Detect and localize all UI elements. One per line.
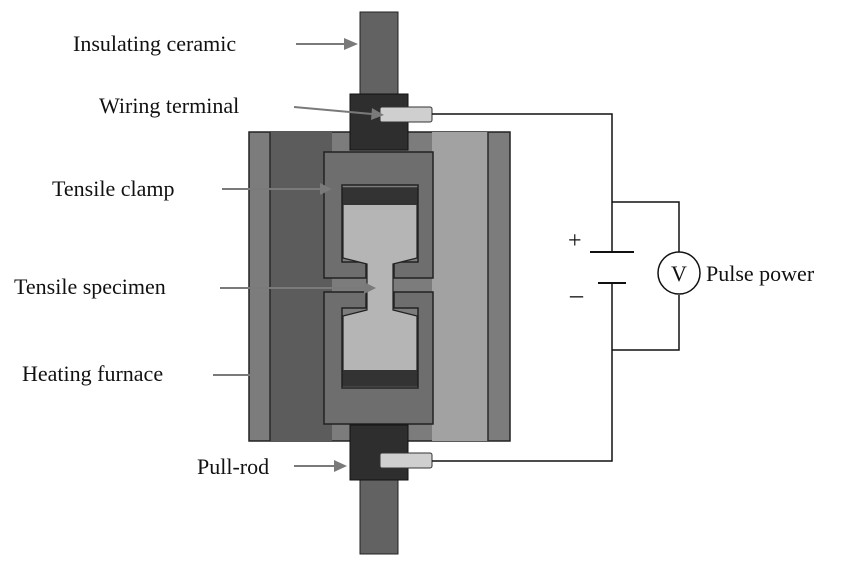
circuit-wires bbox=[432, 113, 680, 462]
lower-terminal-pin bbox=[379, 452, 433, 469]
label-wiring-terminal: Wiring terminal bbox=[99, 93, 239, 118]
battery-minus-sign: – bbox=[569, 280, 584, 309]
voltmeter-icon bbox=[657, 251, 701, 295]
specimen-lower-grip bbox=[343, 370, 417, 386]
label-tensile-specimen: Tensile specimen bbox=[14, 274, 166, 299]
voltmeter-symbol: V bbox=[671, 261, 687, 286]
label-tensile-clamp: Tensile clamp bbox=[52, 176, 174, 201]
upper-tensile-clamp bbox=[323, 151, 434, 279]
leader-lines bbox=[213, 38, 384, 472]
upper-insulating-rod bbox=[359, 11, 399, 103]
upper-terminal-pin bbox=[379, 106, 433, 123]
label-heating-furnace: Heating furnace bbox=[22, 361, 163, 386]
lower-pull-rod bbox=[359, 477, 399, 555]
battery-plus-sign: + bbox=[568, 228, 582, 254]
label-pulse-power: Pulse power bbox=[706, 261, 815, 286]
specimen-upper-grip bbox=[343, 188, 417, 205]
label-pull-rod: Pull-rod bbox=[197, 454, 269, 479]
label-insulating-ceramic: Insulating ceramic bbox=[73, 31, 236, 56]
